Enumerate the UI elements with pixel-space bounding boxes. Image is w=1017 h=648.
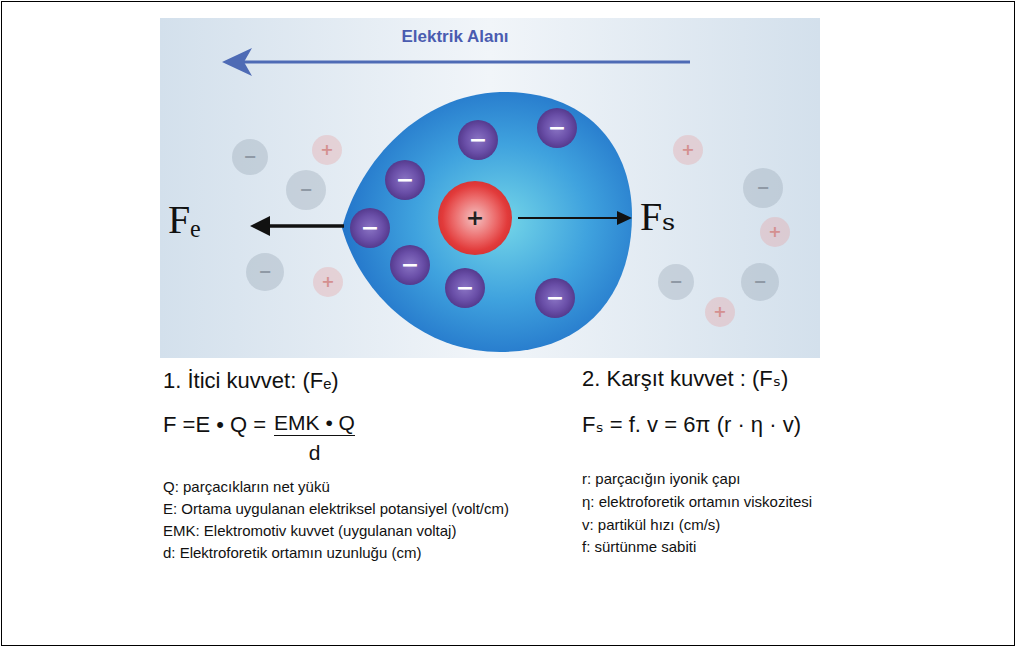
anion: −: [537, 108, 577, 148]
ion-sign: +: [320, 142, 333, 158]
ion-sign: −: [548, 117, 566, 139]
ion-cloud: [342, 92, 632, 352]
field-label: Elektrik Alanı: [401, 27, 508, 47]
ion-sign: −: [546, 287, 564, 309]
definition: EMK: Elektromotiv kuvvet (uygulanan volt…: [163, 522, 456, 540]
definition: Q: parçacıkların net yükü: [163, 478, 330, 496]
background-anion: −: [743, 168, 783, 208]
background-cation: +: [313, 267, 343, 297]
driving-force-arrowhead: [250, 216, 270, 236]
background-anion: −: [246, 253, 284, 291]
anion: −: [390, 245, 430, 285]
ion-sign: −: [753, 274, 766, 290]
definition: r: parçacığın iyonik çapı: [582, 470, 740, 488]
driving-force-arrow: [266, 224, 344, 228]
background-anion: −: [232, 139, 268, 175]
background-anion: −: [658, 264, 694, 300]
background-cation: +: [673, 135, 703, 165]
field-arrow: [240, 61, 690, 64]
fraction-numerator: EMK • Q: [274, 410, 355, 436]
definition: η: elektroforetik ortamın viskozitesi: [582, 493, 812, 511]
ion-sign: −: [243, 149, 256, 165]
anion: −: [535, 278, 575, 318]
ion-sign: −: [469, 129, 487, 151]
background-cation: +: [312, 135, 342, 165]
background-anion: −: [741, 263, 779, 301]
anion: −: [385, 160, 425, 200]
fraction-denominator: d: [309, 440, 321, 465]
friction-force-arrowhead: [617, 211, 632, 225]
force-symbol: Fₑ: [168, 196, 201, 244]
central-cation: +: [438, 181, 512, 255]
friction-force-arrow: [518, 217, 620, 219]
ion-sign: −: [396, 169, 414, 191]
ion-sign: +: [466, 207, 484, 229]
ion-sign: −: [299, 182, 312, 198]
field-arrowhead: [222, 48, 252, 76]
ion-sign: −: [258, 264, 271, 280]
force-symbol: Fₛ: [640, 193, 676, 241]
background-cation: +: [760, 217, 790, 247]
ion-sign: −: [401, 254, 419, 276]
formula: Fₛ = f. v = 6π (r · η · v): [582, 412, 801, 438]
anion: −: [445, 268, 485, 308]
section-heading: 1. İtici kuvvet: (Fₑ): [163, 368, 339, 394]
ion-sign: −: [669, 274, 682, 290]
definition: f: sürtünme sabiti: [582, 538, 696, 556]
medium-panel: [160, 18, 820, 358]
definition: E: Ortama uygulanan elektriksel potansiy…: [163, 500, 509, 518]
ion-sign: +: [321, 274, 334, 290]
anion: −: [458, 120, 498, 160]
ion-sign: +: [768, 224, 781, 240]
formula: F =E • Q =: [163, 412, 266, 438]
section-heading: 2. Karşıt kuvvet : (Fₛ): [582, 366, 788, 392]
background-cation: +: [705, 297, 735, 327]
ion-sign: +: [713, 304, 726, 320]
ion-sign: +: [681, 142, 694, 158]
background-anion: −: [286, 170, 326, 210]
ion-sign: −: [456, 277, 474, 299]
ion-sign: −: [756, 180, 769, 196]
definition: d: Elektroforetik ortamın uzunluğu (cm): [163, 544, 421, 562]
ion-sign: −: [361, 217, 379, 239]
definition: v: partikül hızı (cm/s): [582, 516, 720, 534]
anion: −: [350, 208, 390, 248]
